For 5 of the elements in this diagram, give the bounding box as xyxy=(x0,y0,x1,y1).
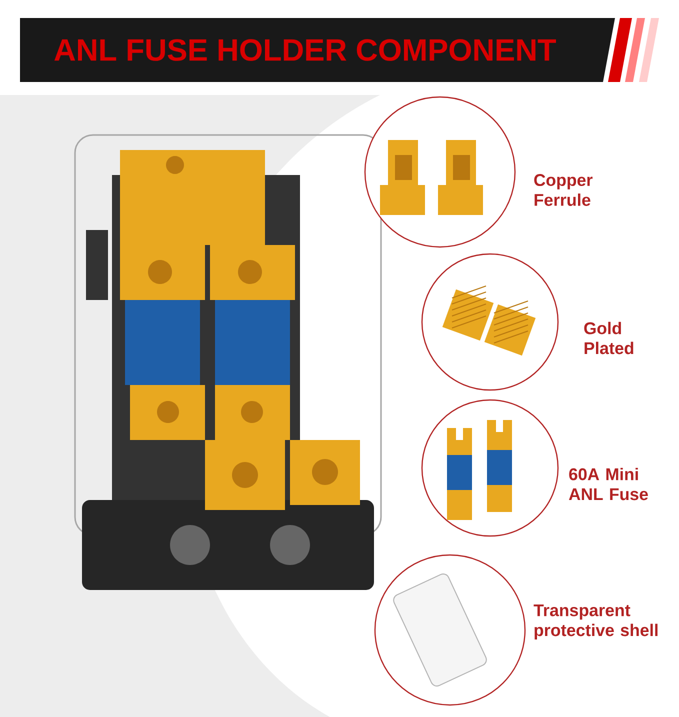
part-label: Copper Ferrule xyxy=(534,174,593,206)
title: ANL FUSE HOLDER COMPONENT xyxy=(54,39,556,61)
part-label: 60A Mini ANL Fuse xyxy=(568,468,648,500)
part-label: Gold Plated xyxy=(584,322,634,354)
part-label: Transparent protective shell xyxy=(534,604,658,640)
